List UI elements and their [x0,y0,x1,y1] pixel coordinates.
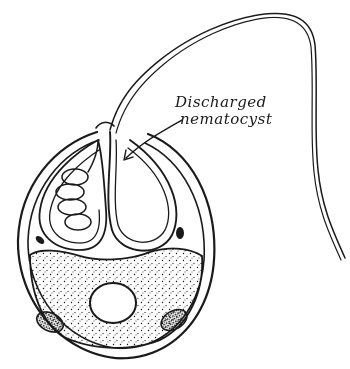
dark-mark-left [34,234,46,245]
dark-mark-right [176,227,184,239]
nucleus [90,283,136,323]
annotation-label-line1: Discharged [175,94,267,111]
discharged-thread [110,13,345,258]
capsule-discharged-inner [115,140,168,242]
annotation-label-line2: nematocyst [180,111,272,128]
capsule-discharged [108,132,176,251]
